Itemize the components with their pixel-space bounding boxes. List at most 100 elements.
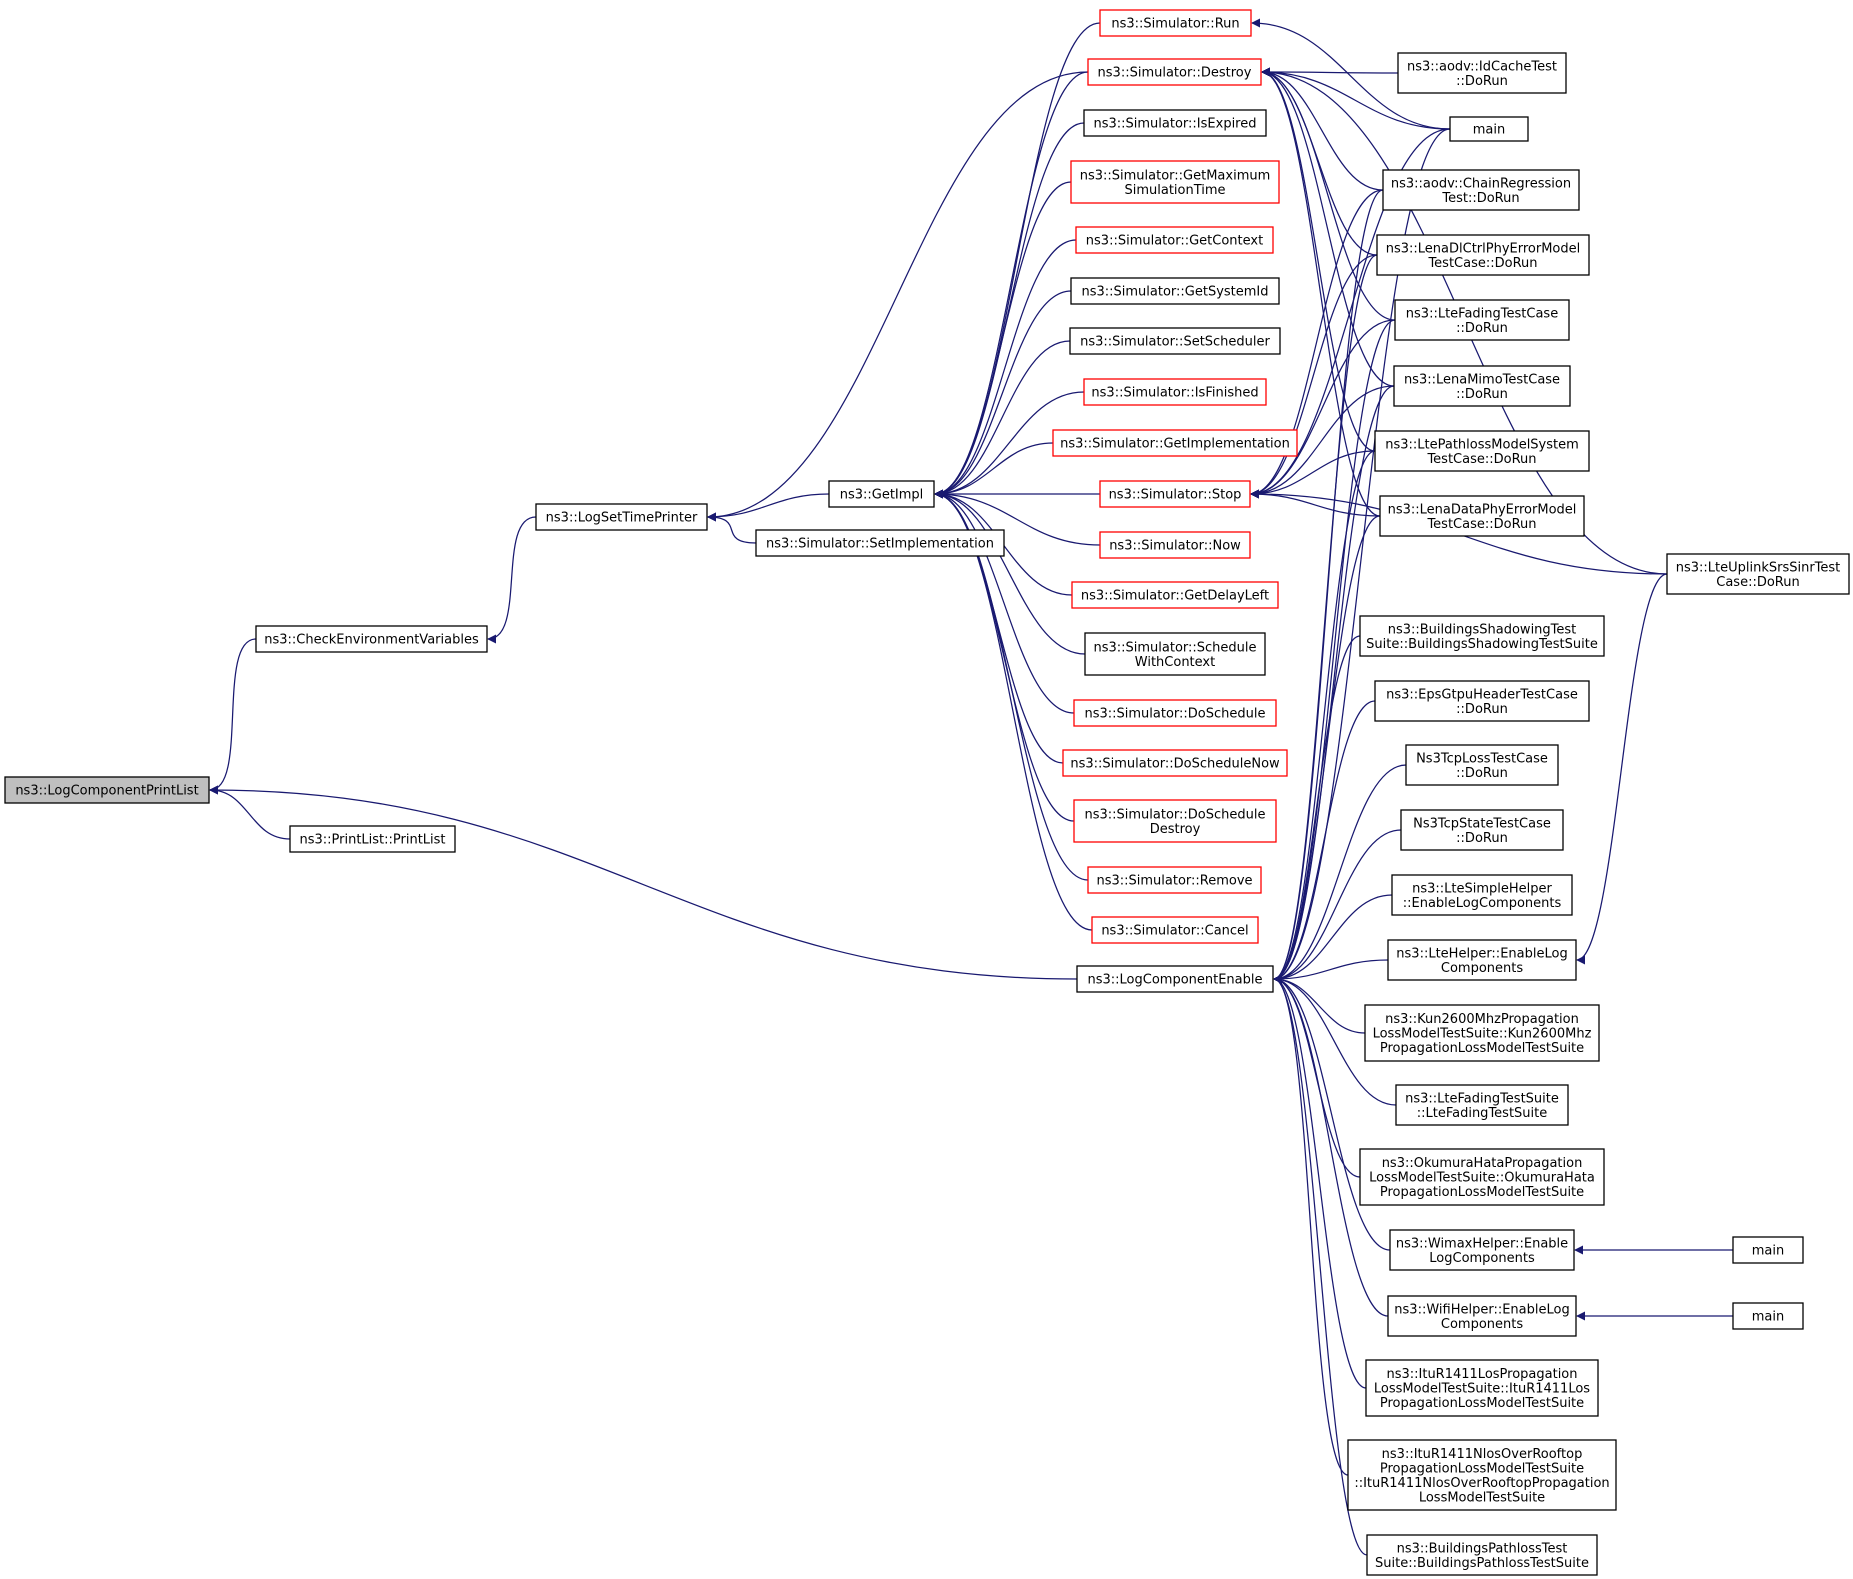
node-ns3-simulator-getcontext[interactable]: ns3::Simulator::GetContext bbox=[1075, 226, 1274, 254]
node-ns3-getimpl[interactable]: ns3::GetImpl bbox=[828, 480, 935, 508]
node-box[interactable] bbox=[1389, 1229, 1575, 1271]
node-box[interactable] bbox=[1397, 52, 1567, 94]
node-ns3-logcomponentprintlist[interactable]: ns3::LogComponentPrintList bbox=[4, 776, 210, 804]
node-box[interactable] bbox=[4, 776, 210, 804]
node-box[interactable] bbox=[1073, 799, 1277, 843]
node-ns3-simulator-destroy[interactable]: ns3::Simulator::Destroy bbox=[1087, 58, 1262, 86]
node-box[interactable] bbox=[1076, 965, 1274, 993]
node-ns3-wimaxhelper-enable-logcomponents[interactable]: ns3::WimaxHelper::EnableLogComponents bbox=[1389, 1229, 1575, 1271]
node-box[interactable] bbox=[1075, 226, 1274, 254]
node-main[interactable]: main bbox=[1732, 1236, 1804, 1264]
node-ns3-ltesimplehelper-enablelogcomponents[interactable]: ns3::LteSimpleHelper::EnableLogComponent… bbox=[1391, 874, 1573, 916]
node-box[interactable] bbox=[755, 529, 1005, 557]
node-box[interactable] bbox=[1732, 1236, 1804, 1264]
node-box[interactable] bbox=[1359, 615, 1605, 657]
node-box[interactable] bbox=[535, 503, 708, 531]
node-box[interactable] bbox=[1091, 916, 1259, 944]
node-box[interactable] bbox=[1387, 1295, 1577, 1337]
node-box[interactable] bbox=[1387, 939, 1577, 981]
node-ns3tcpstatetestcase-dorun[interactable]: Ns3TcpStateTestCase::DoRun bbox=[1400, 809, 1564, 851]
node-box[interactable] bbox=[1347, 1439, 1617, 1511]
node-box[interactable] bbox=[1382, 169, 1580, 211]
node-box[interactable] bbox=[1449, 116, 1529, 142]
node-main[interactable]: main bbox=[1732, 1302, 1804, 1330]
node-ns3-simulator-setscheduler[interactable]: ns3::Simulator::SetScheduler bbox=[1069, 327, 1281, 355]
node-box[interactable] bbox=[1099, 9, 1252, 37]
node-box[interactable] bbox=[828, 480, 935, 508]
node-ns3-epsgtpuheadertestcase-dorun[interactable]: ns3::EpsGtpuHeaderTestCase::DoRun bbox=[1374, 680, 1590, 722]
node-box[interactable] bbox=[1732, 1302, 1804, 1330]
node-ns3-simulator-setimplementation[interactable]: ns3::Simulator::SetImplementation bbox=[755, 529, 1005, 557]
node-box[interactable] bbox=[1083, 378, 1267, 406]
node-ns3-itur1411nlosoverrooftop-propagationlossmodeltestsuite-itur1411nlosoverrooftoppropagation-lossmodeltestsuite[interactable]: ns3::ItuR1411NlosOverRooftopPropagationL… bbox=[1347, 1439, 1617, 1511]
node-box[interactable] bbox=[1359, 1148, 1605, 1206]
node-ns3-simulator-cancel[interactable]: ns3::Simulator::Cancel bbox=[1091, 916, 1259, 944]
node-ns3-simulator-now[interactable]: ns3::Simulator::Now bbox=[1099, 531, 1251, 559]
node-ns3-printlist-printlist[interactable]: ns3::PrintList::PrintList bbox=[289, 825, 456, 853]
node-box[interactable] bbox=[1400, 809, 1564, 851]
node-ns3-logsettimeprinter[interactable]: ns3::LogSetTimePrinter bbox=[535, 503, 708, 531]
node-box[interactable] bbox=[1394, 299, 1570, 341]
node-box[interactable] bbox=[1374, 430, 1590, 472]
node-box[interactable] bbox=[1071, 581, 1279, 609]
node-box[interactable] bbox=[1376, 234, 1590, 276]
node-box[interactable] bbox=[1087, 866, 1262, 894]
node-ns3-wifihelper-enablelog-components[interactable]: ns3::WifiHelper::EnableLogComponents bbox=[1387, 1295, 1577, 1337]
node-ns3-checkenvironmentvariables[interactable]: ns3::CheckEnvironmentVariables bbox=[255, 625, 488, 653]
node-ns3-buildingspathlosstest-suite-buildingspathlosstestsuite[interactable]: ns3::BuildingsPathlossTestSuite::Buildin… bbox=[1366, 1534, 1598, 1576]
node-box[interactable] bbox=[1379, 495, 1585, 537]
node-box[interactable] bbox=[1083, 109, 1267, 137]
node-ns3-lenamimotestcase-dorun[interactable]: ns3::LenaMimoTestCase::DoRun bbox=[1393, 365, 1571, 407]
node-box[interactable] bbox=[1391, 874, 1573, 916]
node-main[interactable]: main bbox=[1449, 116, 1529, 142]
node-box[interactable] bbox=[1084, 632, 1266, 676]
node-box[interactable] bbox=[1099, 531, 1251, 559]
node-ns3-simulator-run[interactable]: ns3::Simulator::Run bbox=[1099, 9, 1252, 37]
node-box[interactable] bbox=[1087, 58, 1262, 86]
node-box[interactable] bbox=[289, 825, 456, 853]
node-ns3-ltepathlossmodelsystem-testcase-dorun[interactable]: ns3::LtePathlossModelSystemTestCase::DoR… bbox=[1374, 430, 1590, 472]
node-ns3-simulator-getdelayleft[interactable]: ns3::Simulator::GetDelayLeft bbox=[1071, 581, 1279, 609]
node-ns3-ltefadingtestsuite-ltefadingtestsuite[interactable]: ns3::LteFadingTestSuite::LteFadingTestSu… bbox=[1395, 1084, 1569, 1126]
node-box[interactable] bbox=[1365, 1359, 1599, 1417]
node-box[interactable] bbox=[1070, 277, 1280, 305]
node-box[interactable] bbox=[1374, 680, 1590, 722]
node-box[interactable] bbox=[1364, 1004, 1600, 1062]
node-ns3-ltehelper-enablelog-components[interactable]: ns3::LteHelper::EnableLogComponents bbox=[1387, 939, 1577, 981]
node-box[interactable] bbox=[1070, 160, 1280, 204]
node-box[interactable] bbox=[1062, 749, 1288, 777]
node-ns3-simulator-isexpired[interactable]: ns3::Simulator::IsExpired bbox=[1083, 109, 1267, 137]
node-ns3-simulator-doschedule[interactable]: ns3::Simulator::DoSchedule bbox=[1073, 699, 1277, 727]
node-ns3-simulator-isfinished[interactable]: ns3::Simulator::IsFinished bbox=[1083, 378, 1267, 406]
node-ns3-okumurahatapropagation-lossmodeltestsuite-okumurahata-propagationlossmodeltestsuite[interactable]: ns3::OkumuraHataPropagationLossModelTest… bbox=[1359, 1148, 1605, 1206]
node-ns3-simulator-getsystemid[interactable]: ns3::Simulator::GetSystemId bbox=[1070, 277, 1280, 305]
node-ns3-simulator-getimplementation[interactable]: ns3::Simulator::GetImplementation bbox=[1052, 429, 1298, 457]
node-ns3-simulator-remove[interactable]: ns3::Simulator::Remove bbox=[1087, 866, 1262, 894]
node-box[interactable] bbox=[1073, 699, 1277, 727]
node-ns3-aodv-idcachetest-dorun[interactable]: ns3::aodv::IdCacheTest::DoRun bbox=[1397, 52, 1567, 94]
node-box[interactable] bbox=[1052, 429, 1298, 457]
node-ns3-itur1411lospropagation-lossmodeltestsuite-itur1411los-propagationlossmodeltestsuite[interactable]: ns3::ItuR1411LosPropagationLossModelTest… bbox=[1365, 1359, 1599, 1417]
node-box[interactable] bbox=[1395, 1084, 1569, 1126]
node-box[interactable] bbox=[1666, 553, 1850, 595]
node-box[interactable] bbox=[1366, 1534, 1598, 1576]
node-ns3tcplosstestcase-dorun[interactable]: Ns3TcpLossTestCase::DoRun bbox=[1405, 744, 1559, 786]
node-ns3-lenadlctrlphyerrormodel-testcase-dorun[interactable]: ns3::LenaDlCtrlPhyErrorModelTestCase::Do… bbox=[1376, 234, 1590, 276]
node-box[interactable] bbox=[255, 625, 488, 653]
node-ns3-logcomponentenable[interactable]: ns3::LogComponentEnable bbox=[1076, 965, 1274, 993]
node-ns3-lenadataphyerrormodel-testcase-dorun[interactable]: ns3::LenaDataPhyErrorModelTestCase::DoRu… bbox=[1379, 495, 1585, 537]
node-box[interactable] bbox=[1393, 365, 1571, 407]
node-ns3-simulator-stop[interactable]: ns3::Simulator::Stop bbox=[1099, 480, 1251, 508]
node-box[interactable] bbox=[1069, 327, 1281, 355]
node-ns3-buildingsshadowingtest-suite-buildingsshadowingtestsuite[interactable]: ns3::BuildingsShadowingTestSuite::Buildi… bbox=[1359, 615, 1605, 657]
node-ns3-kun2600mhzpropagation-lossmodeltestsuite-kun2600mhz-propagationlossmodeltestsuite[interactable]: ns3::Kun2600MhzPropagationLossModelTestS… bbox=[1364, 1004, 1600, 1062]
node-box[interactable] bbox=[1405, 744, 1559, 786]
node-ns3-ltefadingtestcase-dorun[interactable]: ns3::LteFadingTestCase::DoRun bbox=[1394, 299, 1570, 341]
node-box[interactable] bbox=[1099, 480, 1251, 508]
node-ns3-simulator-doschedulenow[interactable]: ns3::Simulator::DoScheduleNow bbox=[1062, 749, 1288, 777]
